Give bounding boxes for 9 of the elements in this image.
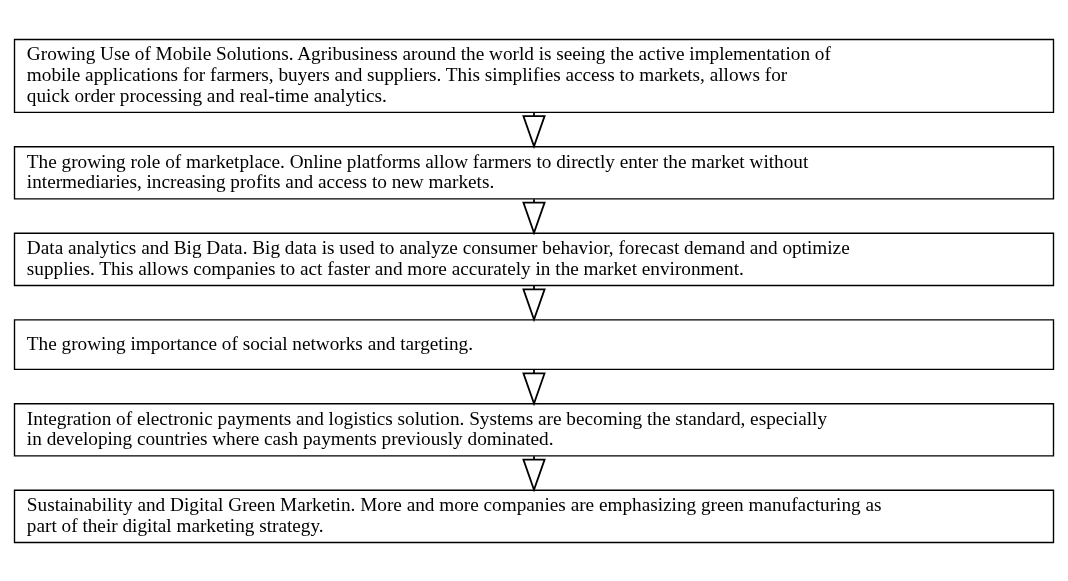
- node-box: Data analytics and Big Data. Big data is used to analyze consumer behavior, forecast demand and optimize supplies. This allows companies to act faster and more accurately in the market environment.: [13, 232, 1055, 286]
- node-box: Integration of electronic payments and logistics solution. Systems are becoming the standard, especially in developing countries where cash payments previously dominated.: [13, 402, 1055, 457]
- arrow: [522, 454, 546, 493]
- node-box: Growing Use of Mobile Solutions. Agribusiness around the world is seeing the active implementation of mobile applications for farmers, buyers and suppliers. This simplifies access to markets, allows for quick order processing and real-time analytics.: [13, 38, 1055, 113]
- node-box: The growing importance of social networks and targeting.: [13, 318, 1055, 370]
- node-box: Sustainability and Digital Green Marketin. More and more companies are emphasizing green manufacturing as part of their digital marketing strategy.: [13, 489, 1055, 543]
- arrow: [522, 197, 546, 236]
- arrow: [522, 368, 546, 406]
- node-box: The growing role of marketplace. Online platforms allow farmers to directly enter the market without intermediaries, increasing profits and access to new markets.: [13, 145, 1055, 200]
